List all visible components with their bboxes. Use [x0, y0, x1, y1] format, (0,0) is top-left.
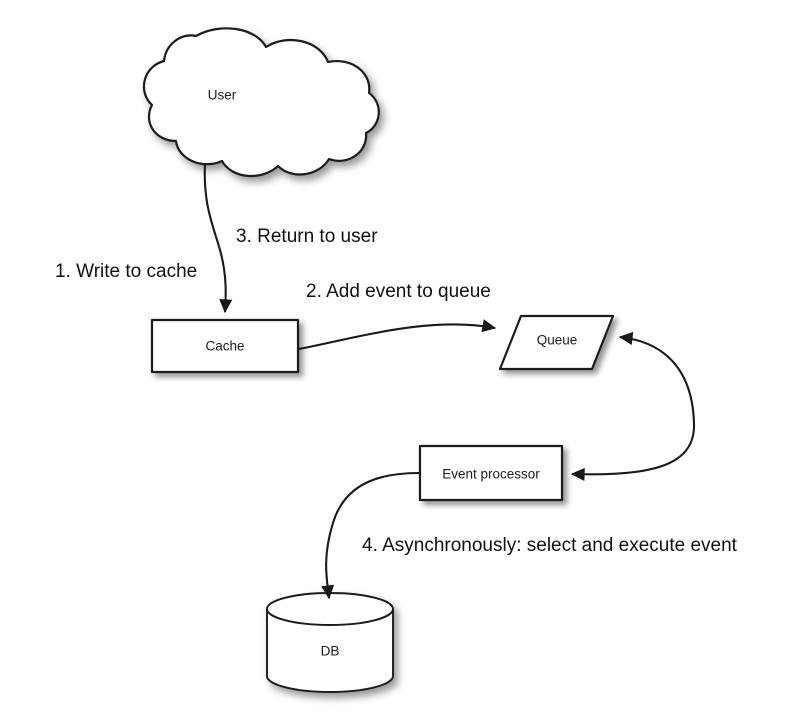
node-queue-label: Queue — [537, 333, 578, 348]
node-db[interactable]: DB — [266, 592, 394, 693]
edge-processor-to-db — [321, 471, 420, 600]
node-cache[interactable]: Cache — [150, 318, 300, 374]
node-db-label: DB — [321, 644, 340, 659]
edge-user-to-cache — [203, 162, 233, 314]
node-user[interactable]: User — [142, 27, 380, 178]
node-cache-label: Cache — [205, 339, 244, 354]
node-queue[interactable]: Queue — [498, 314, 615, 371]
step-label-2: 2. Add event to queue — [306, 281, 491, 302]
node-user-label: User — [208, 88, 237, 103]
step-label-3: 3. Return to user — [236, 226, 378, 247]
node-event-processor[interactable]: Event processor — [418, 444, 564, 502]
node-event-processor-label: Event processor — [442, 467, 540, 482]
edge-cache-to-queue — [298, 319, 497, 351]
step-label-1: 1. Write to cache — [55, 261, 197, 282]
step-label-4: 4. Asynchronously: select and execute ev… — [362, 535, 738, 556]
edge-queue-processor-loop — [570, 331, 696, 481]
